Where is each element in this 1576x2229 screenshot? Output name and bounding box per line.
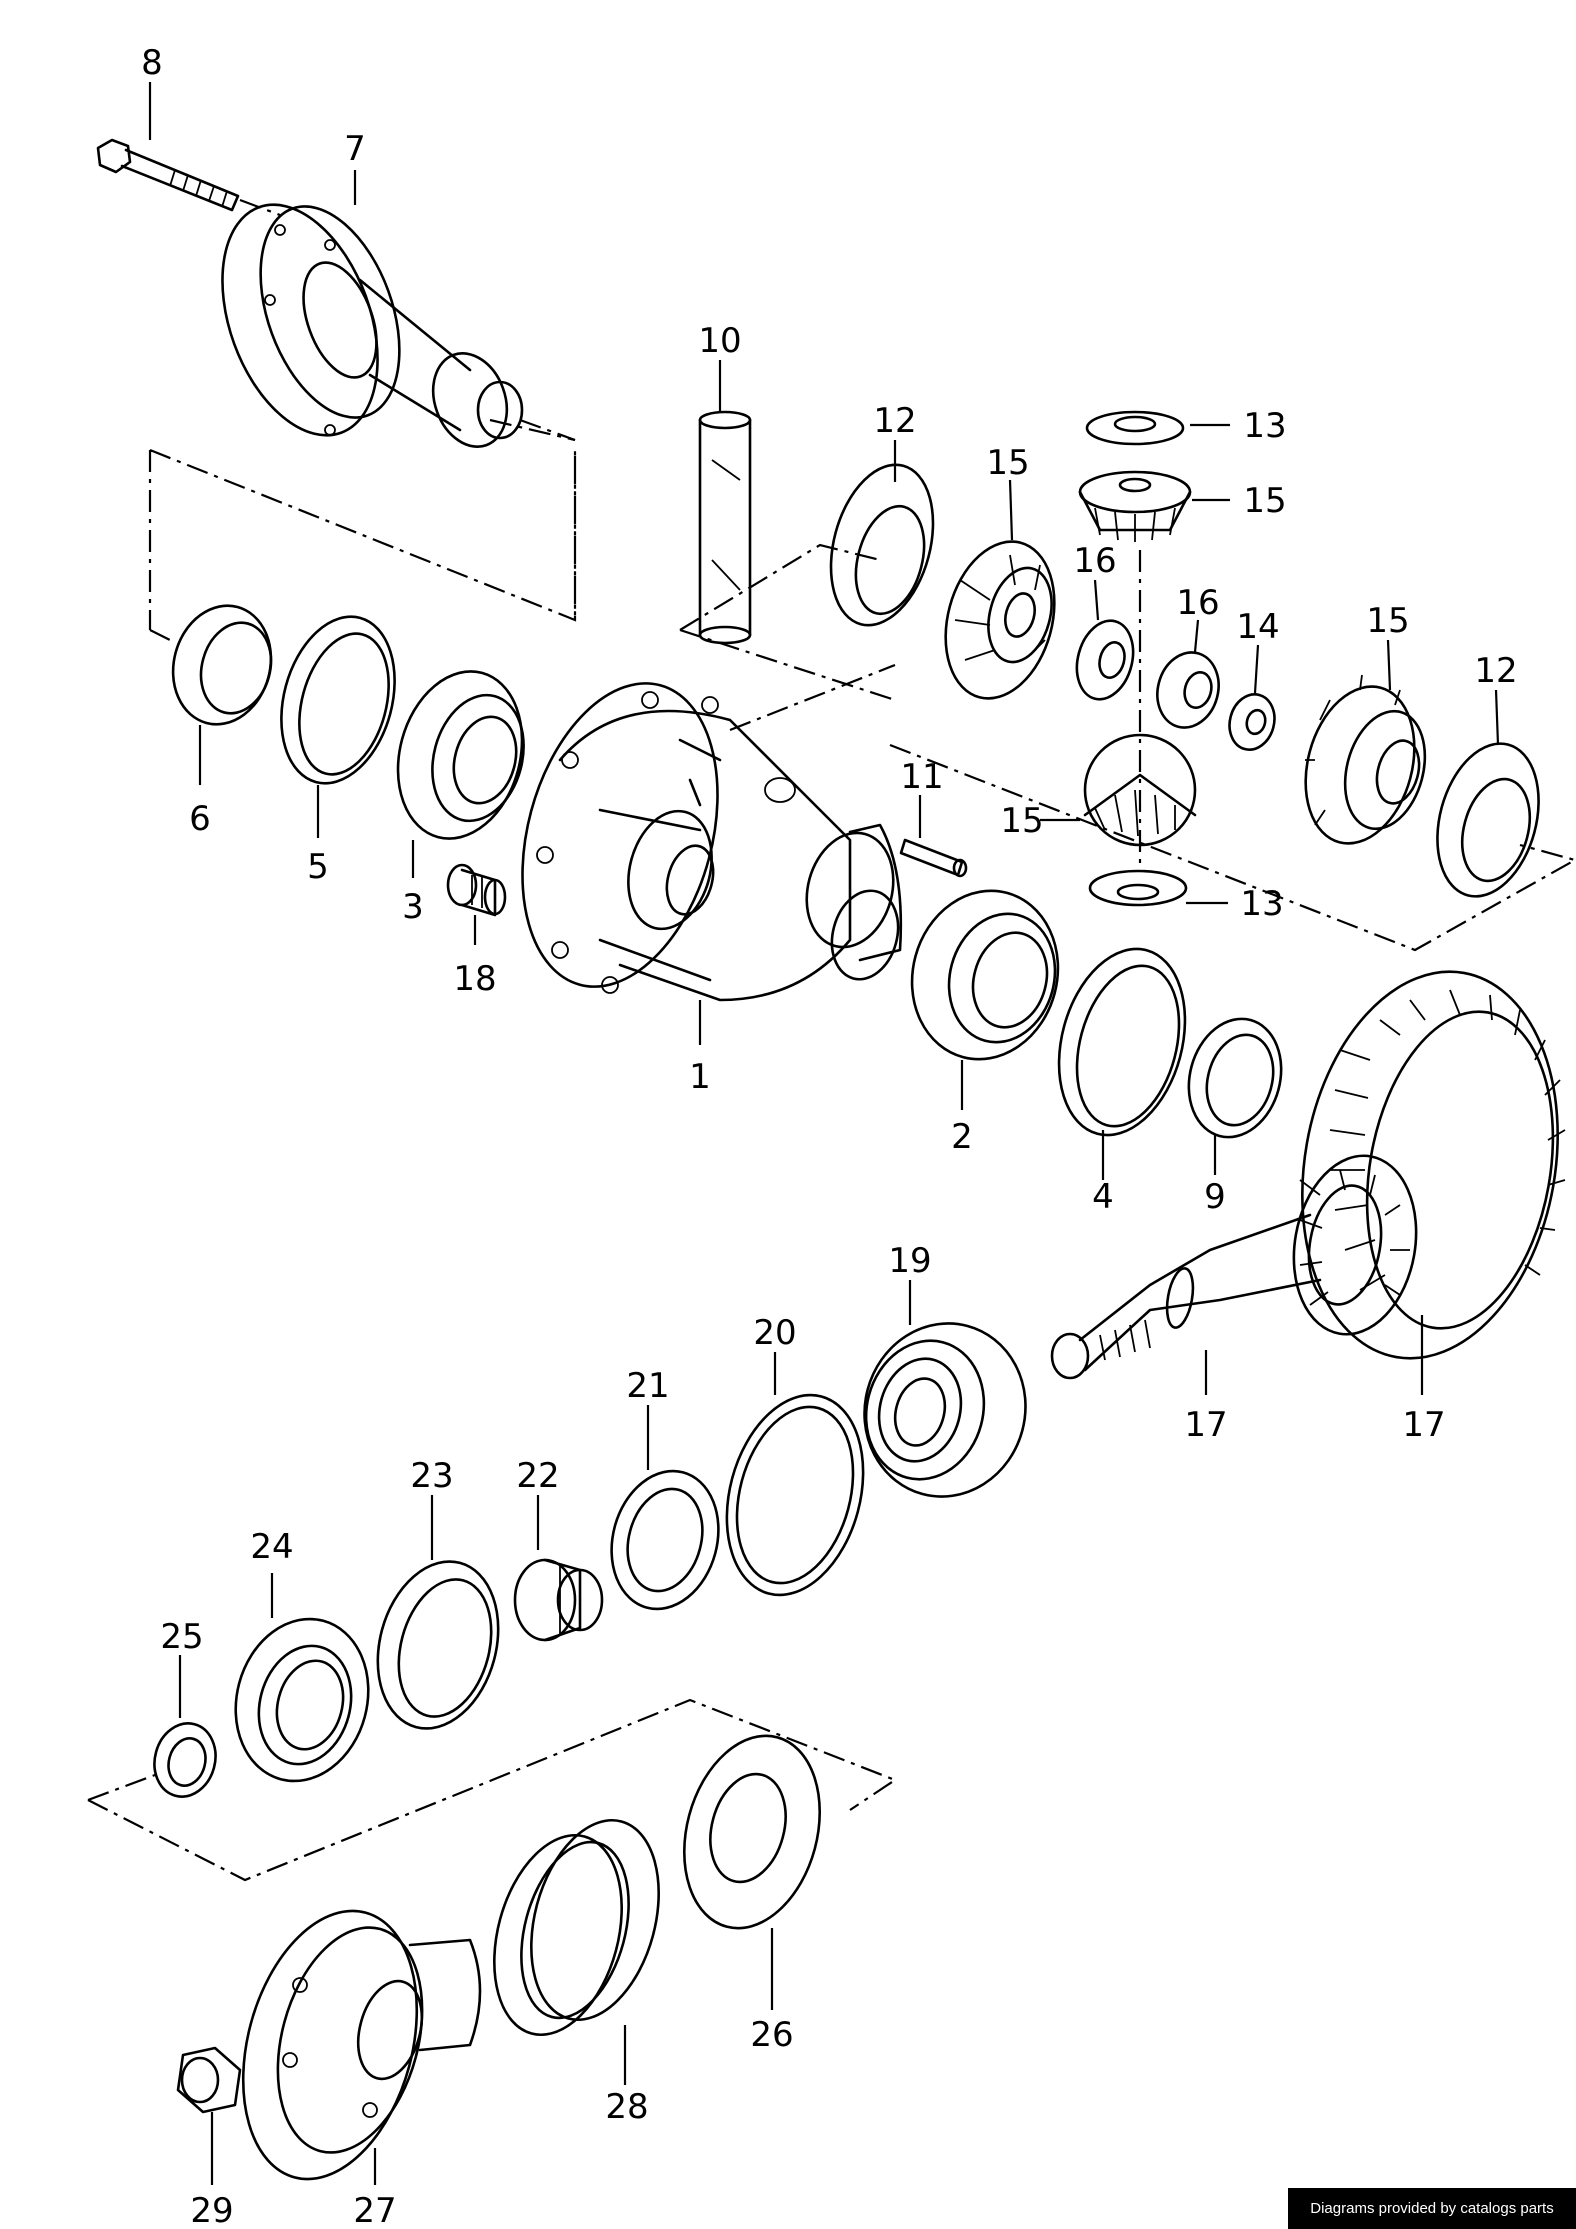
part-2-bearing[interactable]	[893, 874, 1076, 1075]
part-4-shim[interactable]	[1039, 935, 1204, 1150]
callout-15-side-gear-right[interactable]: 15	[1366, 601, 1409, 641]
part-14-washer[interactable]	[1224, 689, 1281, 754]
callout-6[interactable]: 6	[189, 799, 211, 839]
part-9-seal-ring[interactable]	[1176, 1008, 1294, 1147]
callout-24[interactable]: 24	[250, 1527, 293, 1567]
callout-14[interactable]: 14	[1236, 607, 1279, 647]
callout-12-right[interactable]: 12	[1474, 651, 1517, 691]
part-10-pin[interactable]	[698, 410, 752, 645]
part-27-flange[interactable]	[215, 1891, 482, 2198]
callout-11[interactable]: 11	[900, 757, 943, 797]
part-13-washer-upper[interactable]	[1085, 410, 1185, 446]
callout-2[interactable]: 2	[951, 1117, 973, 1157]
callout-25[interactable]: 25	[160, 1617, 203, 1657]
callout-21[interactable]: 21	[626, 1366, 669, 1406]
callout-27[interactable]: 27	[353, 2191, 396, 2229]
part-8-bolt[interactable]	[96, 138, 240, 212]
callout-17-ring-gear[interactable]: 17	[1402, 1405, 1445, 1445]
part-16-washer-a[interactable]	[1069, 614, 1142, 705]
callout-3[interactable]: 3	[402, 887, 424, 927]
callout-23[interactable]: 23	[410, 1456, 453, 1496]
part-16-washer-b[interactable]	[1149, 646, 1227, 735]
callout-15-side-gear[interactable]: 15	[986, 443, 1029, 483]
credit-badge: Diagrams provided by catalogs parts	[1288, 2188, 1576, 2229]
callout-8[interactable]: 8	[141, 43, 163, 83]
part-28-cover-ring[interactable]	[474, 1806, 680, 2049]
part-22-spacer[interactable]	[513, 1558, 604, 1642]
callout-16-a[interactable]: 16	[1073, 541, 1116, 581]
callout-13-upper[interactable]: 13	[1243, 406, 1286, 446]
callout-19[interactable]: 19	[888, 1241, 931, 1281]
callout-22[interactable]: 22	[516, 1456, 559, 1496]
part-3-bearing[interactable]	[380, 657, 540, 852]
part-26-seal[interactable]	[664, 1721, 840, 1944]
part-11-pin[interactable]	[899, 838, 968, 878]
part-19-bearing[interactable]	[845, 1305, 1045, 1514]
leader-lines	[148, 82, 1500, 2185]
part-23-shim[interactable]	[360, 1548, 516, 1742]
callout-28[interactable]: 28	[605, 2087, 648, 2127]
part-13-washer-lower[interactable]	[1088, 869, 1188, 907]
callout-20[interactable]: 20	[753, 1313, 796, 1353]
callout-10[interactable]: 10	[698, 321, 741, 361]
part-7-flange-shaft[interactable]	[193, 183, 576, 457]
callout-15-pinion-lower[interactable]: 15	[1000, 801, 1043, 841]
part-24-bearing[interactable]	[218, 1604, 386, 1796]
callout-26[interactable]: 26	[750, 2015, 793, 2055]
callout-13-lower[interactable]: 13	[1240, 884, 1283, 924]
part-15-side-gear-upper[interactable]	[929, 529, 1071, 710]
callout-18[interactable]: 18	[453, 959, 496, 999]
part-15-pinion-lower[interactable]	[1083, 733, 1197, 847]
part-5-shim[interactable]	[264, 604, 412, 796]
assembly-lines	[87, 418, 1576, 1882]
callout-4[interactable]: 4	[1092, 1177, 1114, 1217]
part-29-nut[interactable]	[176, 2046, 242, 2114]
part-12-thrust-washer-right[interactable]	[1421, 732, 1554, 908]
callout-9[interactable]: 9	[1204, 1177, 1226, 1217]
callout-29[interactable]: 29	[190, 2191, 233, 2229]
part-21-seal-ring[interactable]	[597, 1459, 734, 1621]
part-12-thrust-washer-upper[interactable]	[814, 453, 949, 636]
callout-17-pinion[interactable]: 17	[1184, 1405, 1227, 1445]
part-15-side-gear-right[interactable]	[1289, 674, 1437, 855]
part-15-pinion-upper[interactable]	[1078, 470, 1192, 542]
part-18-screw-plug[interactable]	[446, 863, 507, 917]
callout-12-upper[interactable]: 12	[873, 401, 916, 441]
part-20-shim[interactable]	[706, 1380, 884, 1611]
part-17-ring-gear-pinion[interactable]	[1050, 951, 1576, 1380]
part-6-seal-ring[interactable]	[160, 595, 284, 736]
callout-1[interactable]: 1	[689, 1057, 711, 1097]
part-1-differential-housing[interactable]	[491, 661, 908, 1008]
callout-7[interactable]: 7	[344, 129, 366, 169]
callout-5[interactable]: 5	[307, 847, 329, 887]
part-25-washer[interactable]	[146, 1716, 223, 1803]
callout-16-b[interactable]: 16	[1176, 583, 1219, 623]
callout-15-pinion-upper[interactable]: 15	[1243, 481, 1286, 521]
callout-labels: 8 7 10 12 15 13 15 16 16 14 15 12 6 5 3 …	[141, 43, 1517, 2229]
